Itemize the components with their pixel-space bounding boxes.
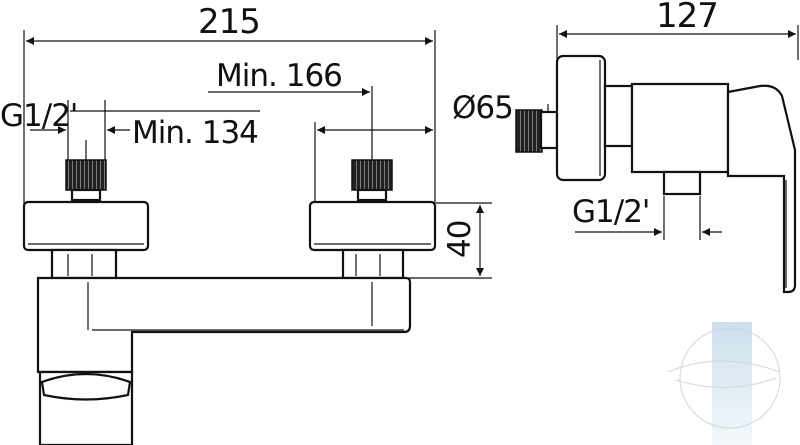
- side-body: [630, 82, 730, 174]
- right-thread-connector: [351, 159, 393, 202]
- dim-overall-width-label: 215: [198, 2, 260, 42]
- dimension-height-40: 40: [404, 202, 492, 279]
- right-wall-flange: [308, 200, 437, 252]
- dimension-thread-side: G1/2': [572, 194, 722, 236]
- lever-handle-side: [726, 84, 797, 294]
- side-escutcheon: [555, 54, 607, 182]
- dim-min-134-label: Min. 134: [132, 115, 258, 151]
- left-wall-flange: [22, 200, 150, 252]
- mixer-body: [36, 276, 412, 374]
- dim-depth-label: 127: [656, 0, 718, 36]
- side-connector: [603, 84, 634, 148]
- dimension-depth: 127: [556, 0, 799, 60]
- watermark-logo: [667, 322, 781, 445]
- lever-handle-front: [38, 370, 134, 445]
- left-thread-connector: [65, 159, 107, 202]
- dim-diameter-label: Ø65: [452, 90, 513, 126]
- dimension-overall-width: 215: [23, 2, 436, 205]
- dim-height-label: 40: [442, 221, 478, 258]
- dimension-thread-front: G1/2': [0, 98, 260, 165]
- side-thread-stub: [515, 109, 543, 153]
- dim-thread-side-label: G1/2': [572, 194, 649, 230]
- left-eccentric-nut: [50, 248, 118, 280]
- side-thread-collar: [539, 110, 559, 150]
- dimension-min-166: Min. 166: [208, 58, 373, 165]
- dimension-min-134: Min. 134: [85, 115, 433, 205]
- side-outlet: [662, 170, 702, 240]
- front-view: 215 Min. 166 G1/2' Min. 134: [0, 2, 492, 445]
- dim-min-166-label: Min. 166: [216, 58, 342, 94]
- dim-thread-front-label: G1/2': [0, 98, 77, 134]
- right-eccentric-nut: [341, 248, 405, 280]
- side-view: 127 Ø65 G1/2': [452, 0, 799, 445]
